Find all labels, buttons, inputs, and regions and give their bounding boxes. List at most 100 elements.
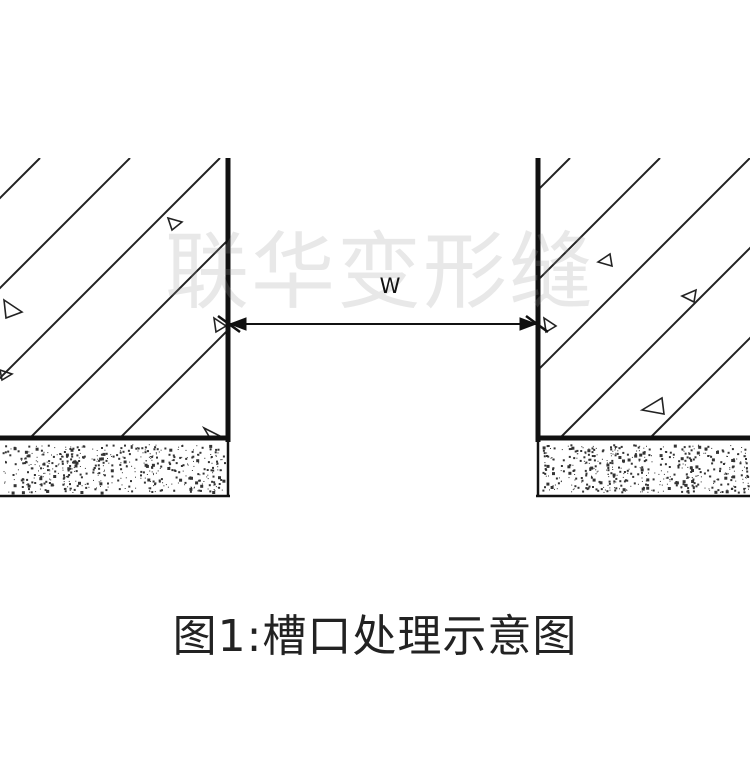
gravel-speck bbox=[593, 467, 595, 469]
gravel-speck bbox=[27, 471, 29, 474]
gravel-speck bbox=[51, 462, 54, 465]
gravel-speck bbox=[98, 459, 101, 462]
gravel-speck bbox=[592, 486, 594, 488]
gravel-speck bbox=[589, 458, 592, 461]
gravel-speck bbox=[102, 461, 105, 464]
gravel-speck bbox=[148, 444, 150, 446]
gravel-speck bbox=[210, 454, 212, 455]
gravel-speck bbox=[552, 458, 554, 460]
gravel-speck bbox=[100, 485, 101, 487]
gravel-speck bbox=[143, 462, 145, 464]
gravel-speck bbox=[638, 450, 640, 452]
gravel-speck bbox=[700, 476, 702, 478]
gravel-speck bbox=[721, 491, 724, 493]
gravel-speck bbox=[606, 462, 608, 464]
gravel-speck bbox=[542, 446, 546, 450]
gravel-speck bbox=[188, 477, 191, 480]
gravel-speck bbox=[672, 453, 675, 456]
gravel-speck bbox=[688, 452, 690, 454]
gravel-speck bbox=[641, 477, 643, 479]
gravel-speck bbox=[595, 488, 598, 491]
gravel-speck bbox=[136, 448, 138, 450]
gravel-speck bbox=[626, 479, 629, 482]
gravel-speck bbox=[140, 474, 142, 477]
gravel-speck bbox=[104, 449, 106, 451]
gravel-speck bbox=[588, 462, 590, 464]
gravel-speck bbox=[134, 471, 136, 473]
gravel-speck bbox=[75, 480, 77, 482]
gravel-speck bbox=[69, 465, 72, 467]
gravel-speck bbox=[201, 483, 203, 485]
gravel-speck bbox=[560, 481, 562, 483]
gravel-speck bbox=[719, 467, 722, 470]
gravel-speck bbox=[5, 461, 7, 463]
gravel-speck bbox=[568, 464, 570, 466]
gravel-speck bbox=[621, 491, 624, 494]
gravel-speck bbox=[697, 483, 700, 486]
gravel-speck bbox=[717, 489, 720, 492]
gravel-speck bbox=[691, 480, 695, 483]
gravel-speck bbox=[612, 469, 614, 470]
gravel-speck bbox=[67, 469, 70, 472]
gravel-speck bbox=[108, 462, 110, 464]
gravel-speck bbox=[104, 469, 105, 471]
gravel-speck bbox=[740, 474, 743, 477]
gravel-speck bbox=[67, 486, 69, 488]
gravel-speck bbox=[22, 481, 25, 484]
gravel-speck bbox=[579, 459, 582, 462]
gravel-speck bbox=[606, 469, 608, 471]
gravel-speck bbox=[124, 488, 126, 489]
gravel-speck bbox=[173, 456, 176, 459]
gravel-speck bbox=[127, 449, 130, 452]
gravel-speck bbox=[584, 463, 586, 465]
gravel-speck bbox=[63, 474, 65, 477]
gravel-speck bbox=[692, 445, 694, 447]
gravel-speck bbox=[128, 453, 131, 456]
gravel-speck bbox=[580, 477, 583, 479]
gravel-speck bbox=[117, 479, 120, 482]
gravel-speck bbox=[156, 448, 159, 451]
gravel-speck bbox=[168, 453, 171, 456]
gravel-speck bbox=[62, 467, 64, 469]
gravel-speck bbox=[21, 491, 25, 495]
gravel-speck bbox=[159, 489, 162, 492]
gravel-speck bbox=[683, 450, 685, 452]
gravel-speck bbox=[143, 481, 146, 484]
gravel-speck bbox=[26, 484, 28, 486]
gravel-speck bbox=[724, 476, 728, 480]
gravel-speck bbox=[552, 485, 554, 487]
gravel-speck bbox=[64, 483, 65, 485]
gravel-speck bbox=[626, 489, 628, 491]
gravel-speck bbox=[217, 487, 219, 488]
gravel-speck bbox=[59, 458, 62, 461]
gravel-speck bbox=[212, 469, 215, 472]
gravel-speck bbox=[92, 448, 94, 450]
gravel-speck bbox=[675, 484, 678, 487]
gravel-speck bbox=[614, 448, 616, 450]
gravel-speck bbox=[130, 480, 132, 483]
gravel-speck bbox=[568, 477, 570, 479]
gravel-speck bbox=[112, 455, 115, 458]
gravel-speck bbox=[591, 455, 594, 457]
gravel-speck bbox=[641, 491, 643, 493]
gravel-speck bbox=[149, 481, 151, 482]
gravel-speck bbox=[96, 460, 98, 462]
gravel-speck bbox=[713, 482, 715, 484]
gravel-speck bbox=[35, 460, 37, 462]
gravel-speck bbox=[107, 482, 109, 485]
gravel-speck bbox=[634, 454, 638, 458]
gravel-speck bbox=[546, 482, 550, 486]
gravel-speck bbox=[21, 459, 23, 461]
gravel-speck bbox=[581, 479, 584, 482]
gravel-speck bbox=[203, 481, 205, 482]
gravel-speck bbox=[619, 480, 622, 483]
gravel-speck bbox=[68, 480, 70, 482]
gravel-speck bbox=[593, 456, 595, 458]
gravel-speck bbox=[184, 484, 186, 486]
gravel-speck bbox=[193, 465, 195, 467]
gravel-speck bbox=[167, 486, 169, 488]
gravel-speck bbox=[146, 450, 148, 452]
gravel-speck bbox=[35, 445, 37, 447]
gravel-speck bbox=[213, 489, 215, 490]
gravel-speck bbox=[667, 487, 671, 490]
